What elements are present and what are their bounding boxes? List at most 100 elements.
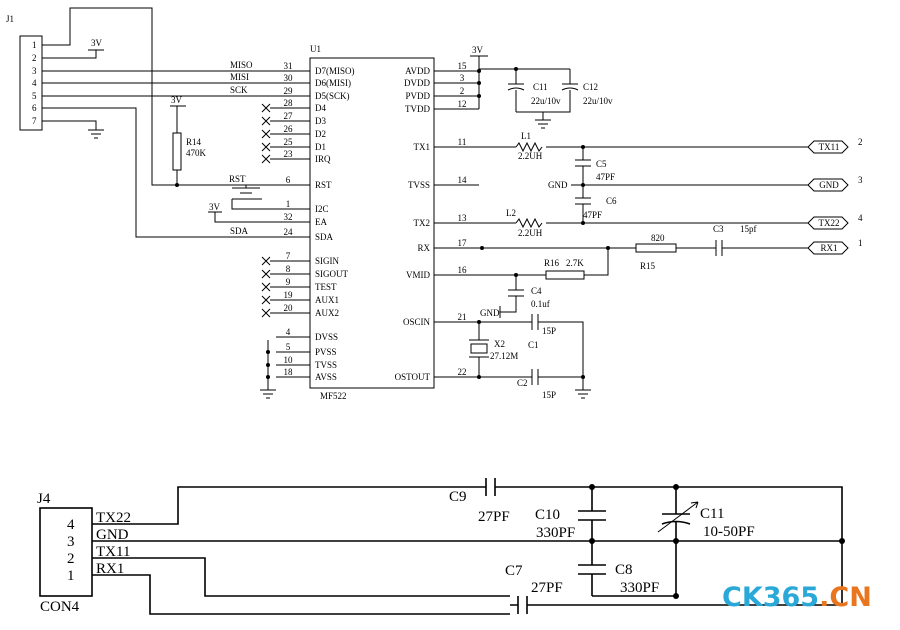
ic-pin-name: PVDD [405,91,430,101]
capacitor-c4 [500,275,524,313]
watermark-logo: CK365.CN [722,582,872,613]
j1-pin-2: 2 [32,53,37,63]
ic-pin-number: 9 [286,277,291,287]
c1-ref: C1 [528,340,539,350]
ic-pin-name: TX1 [414,142,431,152]
ic-pin-number: 22 [458,367,467,377]
output-number: 2 [858,137,863,147]
net-sck: SCK [230,85,248,95]
ic-pin-number: 15 [458,61,468,71]
ea-supply: 3V [208,202,276,223]
x2-value: 27.12M [490,351,518,361]
j4-net-label: GND [96,527,129,543]
r16-value: 2.7K [566,258,584,268]
capacitor-c11-variable [661,487,691,541]
ic-pin-name: OSTOUT [395,372,431,382]
net-miso: MISO [230,60,253,70]
ic-pin-name: TX2 [414,218,431,228]
c5-value: 47PF [596,172,615,182]
ic-pin-name: AVSS [315,372,337,382]
j4-part: CON4 [40,599,80,615]
j4-pin-number: 4 [67,517,75,533]
c3-ref: C3 [713,224,724,234]
ic-pin-number: 4 [286,327,291,337]
gnd-symbol-vss [260,389,276,399]
j1-pin-7: 7 [32,116,37,126]
ic-pin-number: 1 [286,199,291,209]
j1-pin-6: 6 [32,103,37,113]
nc-mark [261,295,271,305]
ic-pin-number: 16 [458,265,468,275]
ic-pin-name: TEST [315,282,337,292]
gnd-symbol-osc [575,389,591,399]
ic-pin-number: 32 [284,212,293,222]
capacitor-c2 [479,369,583,385]
c9-value: 27PF [478,509,510,525]
j1-wiring: 3V [42,7,276,238]
capacitor-c5 [575,147,591,185]
rx-path: 820 R15 C3 15pf [479,224,808,271]
l2-value: 2.2UH [518,228,543,238]
ic-pin-number: 24 [284,227,294,237]
watermark-ck: CK365.CN [722,582,872,613]
capacitor-c8 [578,541,606,596]
output-label: TX22 [819,218,840,228]
wire-j1-rst [42,7,276,186]
gnd-node-label: GND [548,180,568,190]
tx1-path: L1 2.2UH C5 47PF [479,131,808,185]
j1-pin-3: 3 [32,66,37,76]
c5-ref: C5 [596,159,607,169]
c11-bottom-value: 10-50PF [703,524,755,540]
ic-pin-name: D3 [315,116,326,126]
output-terminal [807,216,849,230]
r14-supply: 3V [171,95,183,105]
capacitor-c1 [479,314,584,390]
j4-net-label: RX1 [96,561,124,577]
c10-ref: C10 [535,507,560,523]
output-label: GND [819,180,839,190]
ic-pin-number: 18 [284,367,294,377]
output-terminal [807,140,849,154]
ic-pin-number: 29 [284,86,294,96]
ic-pin-number: 19 [284,290,294,300]
net-sda: SDA [230,226,249,236]
ic-pin-name: TVSS [408,180,430,190]
output-number: 4 [858,213,863,223]
capacitor-c9 [485,478,496,496]
c7-ref: C7 [505,563,523,579]
capacitor-c6 [575,185,591,223]
nc-mark [261,154,271,164]
output-terminal [807,178,849,192]
r16-ref: R16 [544,258,560,268]
ic-pin-name: AVDD [405,66,430,76]
gnd-symbol-power [535,112,551,129]
c6-ref: C6 [606,196,617,206]
nc-mark [261,269,271,279]
ic-pin-name: SIGIN [315,256,339,266]
ic-pin-name: PVSS [315,347,337,357]
gnd-node: GND C6 47PF [548,180,808,225]
ic-pin-name: I2C [315,204,329,214]
ic-pin-name: D1 [315,142,326,152]
nc-mark [261,282,271,292]
ic-pin-name: DVSS [315,332,338,342]
c11-ref: C11 [533,82,548,92]
wire-tx22 [92,486,486,525]
nc-mark [261,129,271,139]
nc-mark [261,308,271,318]
ic-pin-name: SIGOUT [315,269,349,279]
j1-pin-4: 4 [32,78,37,88]
ic-pin-number: 28 [284,98,294,108]
ic-pin-name: EA [315,217,327,227]
ic-pin-name: IRQ [315,154,331,164]
resistor-r14: 3V R14 470K [170,95,207,187]
ic-right-pins: 15AVDD3DVDD2PVDD12TVDD11TX114TVSS13TX217… [395,61,479,382]
output-terminal [807,241,849,255]
j1-ref: J1 [6,14,14,24]
ic-pin-number: 10 [284,355,294,365]
r14-value: 470K [186,148,207,158]
c11-value: 22u/10v [531,96,561,106]
